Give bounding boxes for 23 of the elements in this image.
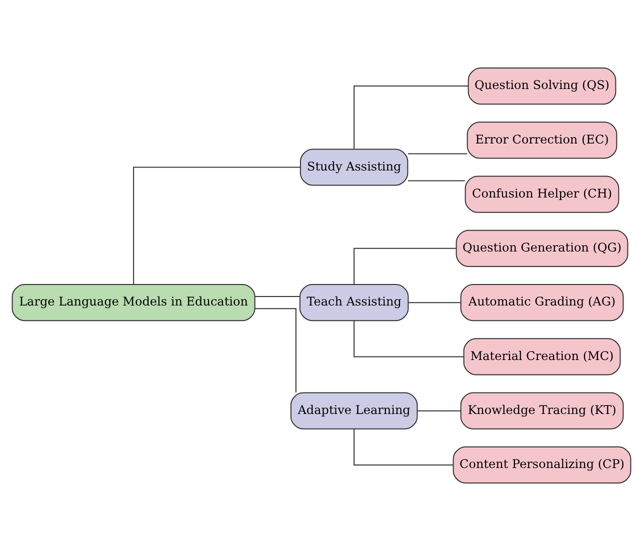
node-box: Material Creation (MC): [463, 338, 621, 375]
connector: [416, 410, 462, 411]
node-box: Automatic Grading (AG): [460, 284, 624, 321]
node-box: Teach Assisting: [299, 284, 409, 321]
node-box: Question Solving (QS): [468, 67, 616, 104]
connector: [133, 166, 301, 284]
connector: [254, 308, 296, 393]
connector: [354, 85, 469, 149]
node-box: Confusion Helper (CH): [464, 175, 620, 212]
connector: [354, 247, 457, 284]
node-box: Knowledge Tracing (KT): [460, 392, 624, 429]
node-box: Error Correction (EC): [466, 121, 618, 158]
connector: [407, 180, 466, 181]
connector: [354, 428, 454, 465]
connector: [254, 296, 300, 297]
connector: [354, 320, 464, 357]
connector: [408, 302, 461, 303]
connector: [407, 152, 468, 154]
node-box: Question Generation (QG): [456, 229, 628, 266]
node-box: Study Assisting: [300, 148, 408, 186]
node-box: Content Personalizing (CP): [452, 446, 632, 483]
node-box: Adaptive Learning: [290, 392, 418, 429]
node-box: Large Language Models in Education: [12, 284, 256, 321]
